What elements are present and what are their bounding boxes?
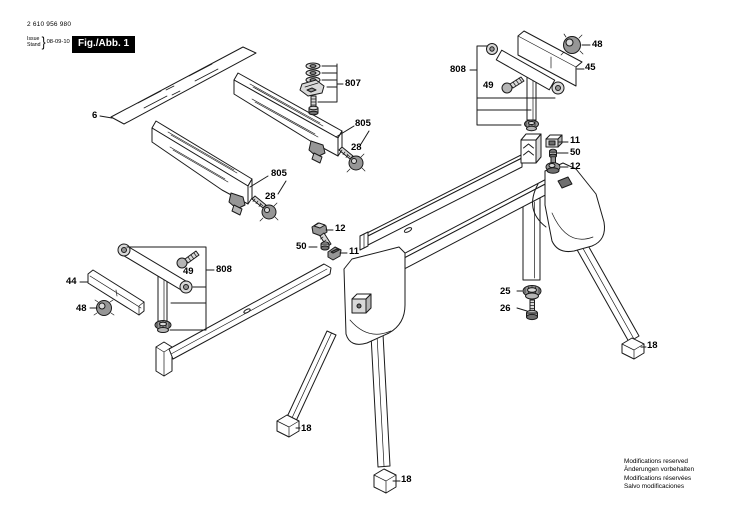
bolt-49-right: [501, 76, 525, 94]
issue-label-en: Issue: [27, 36, 40, 42]
brace-glyph: }: [41, 33, 46, 51]
bolt-12-right: [545, 156, 561, 174]
stand-frame: [359, 133, 557, 290]
bolt-28-upper: [338, 146, 366, 173]
support-808-right: [486, 30, 583, 132]
part-callout-26: 26: [500, 303, 511, 314]
knob-48-right: [560, 33, 584, 56]
nut-25: [522, 285, 542, 300]
leader-lines: [79, 44, 647, 482]
foot-18-front: [373, 468, 397, 494]
rail-805-upper: [233, 72, 343, 164]
part-callout-49: 49: [183, 266, 194, 277]
footer-line-en: Modifications reserved: [624, 458, 688, 465]
leg-bracket-right: [544, 162, 605, 252]
bracket-lines-808-left: [126, 246, 215, 331]
washer-50-right: [549, 148, 557, 159]
bolt-49-left: [176, 250, 200, 269]
nut-11-right: [545, 134, 563, 148]
bracket-lines-808-right: [469, 45, 556, 126]
part-callout-48: 48: [76, 303, 87, 314]
plate-44: [87, 269, 145, 316]
bolt-28-lower: [251, 195, 279, 222]
bolt-12-middle: [311, 222, 332, 248]
part-callout-12: 12: [335, 223, 346, 234]
part-6-mounting-rail: [110, 46, 257, 125]
knob-48-left: [93, 299, 115, 316]
part-callout-12: 12: [570, 161, 581, 172]
figure-label-badge: Fig./Abb. 1: [72, 36, 136, 53]
part-callout-28: 28: [351, 142, 362, 153]
nut-11-middle: [327, 246, 342, 261]
bolt-26: [526, 299, 538, 321]
rail-805-lower: [151, 120, 253, 216]
issue-label-de: Stand: [27, 42, 41, 48]
part-callout-11: 11: [570, 135, 581, 146]
part-callout-49: 49: [483, 80, 494, 91]
part-callout-11: 11: [349, 246, 360, 257]
part-callout-808: 808: [216, 264, 232, 275]
leg-bracket-left: [343, 246, 406, 345]
issue-stand-block: Issue Stand } 08-09-10: [27, 33, 70, 51]
part-callout-18: 18: [647, 340, 658, 351]
part-callout-18: 18: [401, 474, 412, 485]
hardware-807: [299, 62, 325, 116]
part-callout-807: 807: [345, 78, 361, 89]
part-callout-48: 48: [592, 39, 603, 50]
footer-line-de: Änderungen vorbehalten: [624, 466, 694, 474]
issue-date: 08-09-10: [46, 39, 70, 45]
part-callout-805: 805: [355, 118, 371, 129]
part-callout-808: 808: [450, 64, 466, 75]
modifications-notice: Modifications reserved Änderungen vorbeh…: [624, 458, 694, 491]
part-callout-18: 18: [301, 423, 312, 434]
footer-line-es: Salvo modificaciones: [624, 482, 685, 490]
washer-50-middle: [320, 241, 330, 251]
foot-18-back-left: [276, 414, 300, 438]
part-callout-25: 25: [500, 286, 511, 297]
support-beam: [155, 263, 332, 377]
foot-18-right: [621, 337, 645, 360]
document-number: 2 610 956 980: [27, 21, 72, 28]
part-callout-44: 44: [66, 276, 77, 287]
part-callout-50: 50: [296, 241, 307, 252]
part-callout-6: 6: [92, 110, 98, 121]
stand-legs: [286, 195, 640, 468]
part-callout-805: 805: [271, 168, 287, 179]
support-808-left: [117, 243, 193, 333]
part-callout-45: 45: [585, 62, 596, 73]
footer-line-fr: Modifications réservées: [624, 474, 692, 482]
part-callout-28: 28: [265, 191, 276, 202]
part-callout-50: 50: [570, 147, 581, 158]
